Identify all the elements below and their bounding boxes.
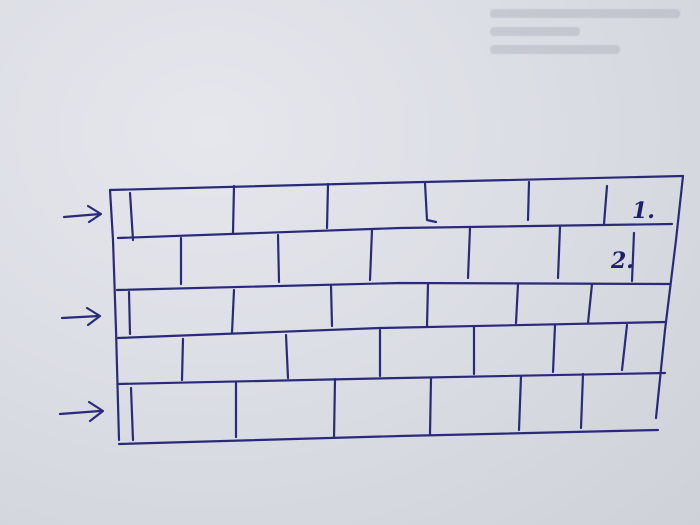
label-brick-1: 1. [632,198,655,224]
wall-right-edge [654,174,685,420]
course-line-5 [117,428,660,446]
brick-joint [129,386,135,442]
wall-left-edge [108,188,121,442]
wall-outline [108,174,685,442]
arrow-head [87,400,105,423]
bleed-through-text [490,0,700,70]
brick-joint [620,323,629,372]
brick-joint [127,290,132,336]
brick-joint [466,226,472,280]
brick-joint [276,233,281,284]
brick-labels: 1. 2. [610,198,655,274]
brick-joint [517,374,523,432]
arrows [58,204,105,423]
brick-joint [551,323,557,374]
brick-joint [423,181,438,224]
arrow-course-5 [58,400,105,423]
wall-top-edge [108,174,685,192]
brick-joint [602,184,609,226]
brick-joint [630,231,636,283]
wall-inner-left-edge [128,191,135,242]
course-line-1 [116,222,674,240]
arrow-shaft [58,409,102,416]
brick-joint [325,182,330,230]
brick-joint [526,180,531,222]
brick-joint [586,282,594,325]
brick-joint [425,282,430,328]
course-line-2 [115,281,672,292]
course-line-3 [116,320,668,340]
brick-joint [579,372,585,430]
arrow-head [86,204,103,224]
brick-joint [428,376,433,436]
brick-joints [127,180,636,442]
brick-joint [514,282,520,325]
brick-joint [230,288,236,335]
arrow-shaft [60,314,101,320]
course-line-4 [116,371,667,386]
brick-joint [332,377,337,440]
arrow-shaft [62,212,102,219]
brick-joint [231,184,236,235]
arrow-head [85,306,102,327]
label-brick-2: 2. [610,248,634,274]
brick-joint [329,284,334,328]
brick-joint [180,337,185,382]
brick-joint [368,228,374,282]
brick-joint [284,333,290,380]
arrow-course-3 [60,306,102,327]
brick-joint [556,225,562,280]
course-lines [115,222,674,446]
arrow-course-1 [62,204,103,224]
